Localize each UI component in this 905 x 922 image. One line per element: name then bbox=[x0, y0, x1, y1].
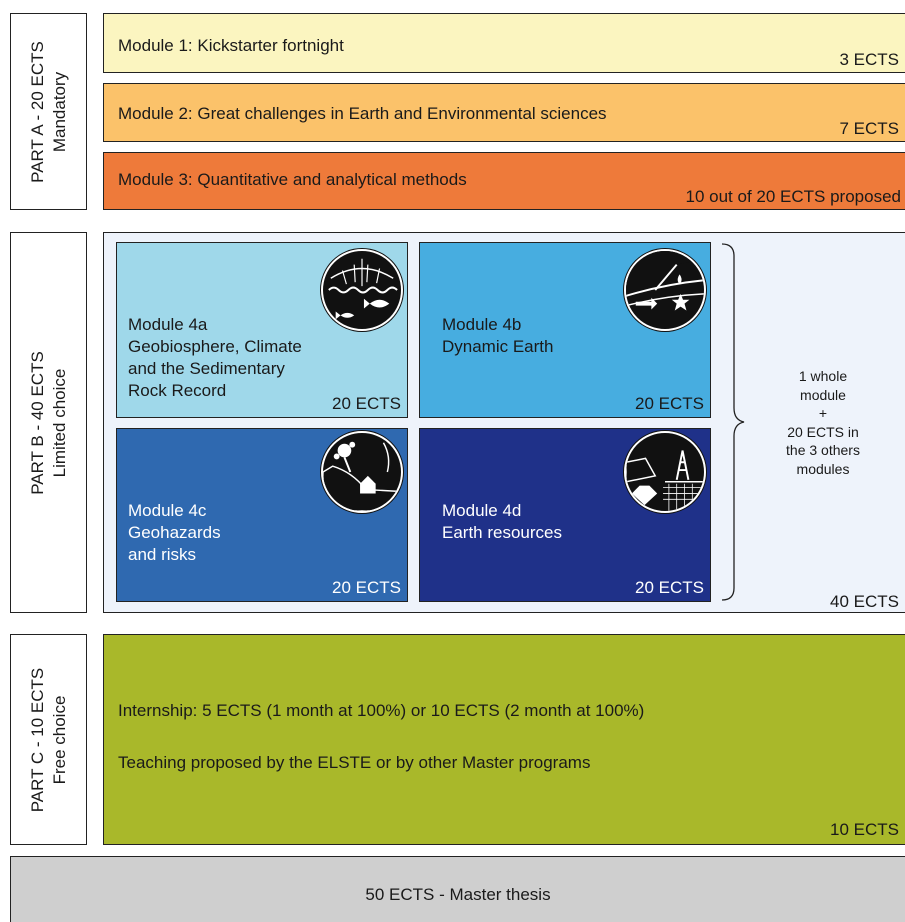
part-a-subtitle: Mandatory bbox=[49, 71, 69, 152]
module-4c-name: Module 4c bbox=[128, 501, 207, 520]
part-b-selection-note: 1 whole module + 20 ECTS in the 3 others… bbox=[760, 367, 886, 478]
part-a-side-label: PART A - 20 ECTS Mandatory bbox=[10, 13, 87, 210]
module-4c-box: Module 4c Geohazards and risks 20 ECTS bbox=[116, 428, 408, 602]
part-b-side-label: PART B - 40 ECTS Limited choice bbox=[10, 232, 87, 613]
part-c-subtitle: Free choice bbox=[49, 695, 69, 784]
module-4a-name: Module 4a bbox=[128, 315, 208, 334]
module-4a-ects: 20 ECTS bbox=[332, 394, 401, 413]
module-2-box: Module 2: Great challenges in Earth and … bbox=[103, 83, 905, 142]
module-3-box: Module 3: Quantitative and analytical me… bbox=[103, 152, 905, 210]
part-c-box: Internship: 5 ECTS (1 month at 100%) or … bbox=[103, 634, 905, 845]
diamond-derrick-icon bbox=[624, 431, 706, 513]
module-4a-title-line3: Rock Record bbox=[128, 381, 227, 400]
module-4d-title-line1: Earth resources bbox=[442, 523, 562, 542]
part-b-subtitle: Limited choice bbox=[49, 368, 69, 477]
module-4c-title-line1: Geohazards bbox=[128, 523, 221, 542]
selection-brace bbox=[721, 243, 745, 601]
note-line-4: 20 ECTS in bbox=[787, 423, 859, 440]
note-line-3: + bbox=[818, 405, 828, 421]
part-b-title: PART B - 40 ECTS bbox=[27, 350, 47, 495]
module-2-title: Module 2: Great challenges in Earth and … bbox=[118, 104, 607, 123]
module-3-ects: 10 out of 20 ECTS proposed bbox=[685, 187, 901, 206]
internship-line: Internship: 5 ECTS (1 month at 100%) or … bbox=[118, 701, 645, 720]
module-4b-title-line1: Dynamic Earth bbox=[442, 337, 554, 356]
module-4d-name: Module 4d bbox=[442, 501, 522, 520]
module-4a-box: Module 4a Geobiosphere, Climate and the … bbox=[116, 242, 408, 418]
part-a-title: PART A - 20 ECTS bbox=[27, 40, 47, 183]
part-c-ects: 10 ECTS bbox=[830, 820, 899, 839]
module-4a-title-line2: and the Sedimentary bbox=[128, 359, 285, 378]
landslide-house-icon bbox=[321, 431, 403, 513]
master-thesis-box: 50 ECTS - Master thesis bbox=[10, 856, 905, 922]
module-4d-ects: 20 ECTS bbox=[635, 578, 704, 597]
module-4b-ects: 20 ECTS bbox=[635, 394, 704, 413]
master-thesis-label: 50 ECTS - Master thesis bbox=[365, 885, 551, 904]
note-line-6: modules bbox=[796, 460, 850, 477]
module-1-ects: 3 ECTS bbox=[839, 50, 899, 69]
note-line-2: module bbox=[800, 386, 846, 403]
module-3-title: Module 3: Quantitative and analytical me… bbox=[118, 170, 467, 189]
module-1-box: Module 1: Kickstarter fortnight 3 ECTS bbox=[103, 13, 905, 73]
part-c-title: PART C - 10 ECTS bbox=[27, 667, 47, 812]
module-4b-name: Module 4b bbox=[442, 315, 522, 334]
module-4a-title-line1: Geobiosphere, Climate bbox=[128, 337, 302, 356]
module-4d-box: Module 4d Earth resources 20 ECTS bbox=[419, 428, 711, 602]
module-4c-title-line2: and risks bbox=[128, 545, 197, 564]
module-1-title: Module 1: Kickstarter fortnight bbox=[118, 36, 344, 55]
part-c-side-label: PART C - 10 ECTS Free choice bbox=[10, 634, 87, 845]
module-4b-box: Module 4b Dynamic Earth 20 ECTS bbox=[419, 242, 711, 418]
fish-climate-icon bbox=[321, 249, 403, 331]
module-4c-ects: 20 ECTS bbox=[332, 578, 401, 597]
teaching-line: Teaching proposed by the ELSTE or by oth… bbox=[118, 753, 591, 772]
tectonic-drop-star-icon bbox=[624, 249, 706, 331]
part-b-total-ects: 40 ECTS bbox=[830, 592, 899, 611]
note-line-1: 1 whole bbox=[798, 368, 848, 384]
note-line-5: the 3 others bbox=[786, 442, 860, 458]
module-2-ects: 7 ECTS bbox=[839, 119, 899, 138]
